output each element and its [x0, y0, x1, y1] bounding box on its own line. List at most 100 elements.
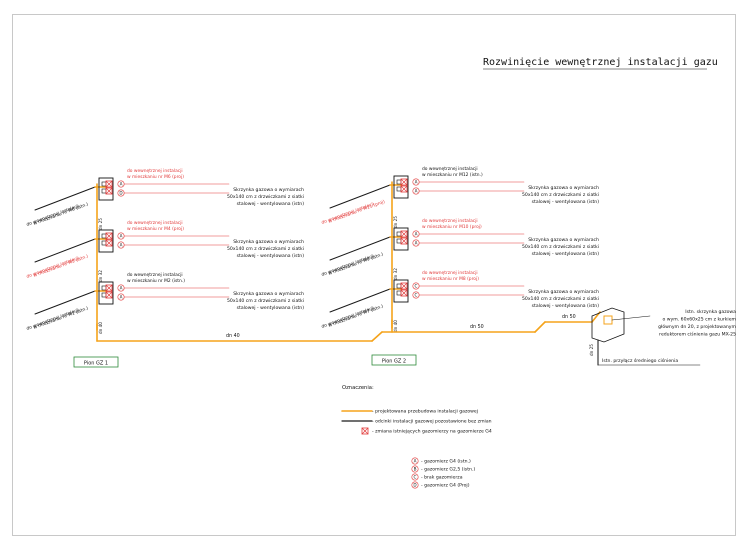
cabinet-note: Skrzynka gazowa o wymiarach: [233, 239, 304, 245]
meter-body: [396, 186, 402, 192]
legend-meter-text: - gazomierz G2,5 (istn.): [421, 467, 475, 473]
cabinet-note: Skrzynka gazowa o wymiarach: [233, 291, 304, 297]
connection-note: Istn. przyłącz średniego ciśnienia: [602, 357, 678, 364]
cabinet-note: stalowej - wentylowana (istn): [237, 305, 305, 311]
cabinet-note: 50x140 cm z drzwiczkami z siatki: [522, 296, 599, 302]
reducer-note: o wym. 60x60x25 cm z kurkiem: [663, 317, 737, 323]
meter-label: do wewnętrznej instalacji: [422, 270, 478, 276]
reducer-box: Istn. skrzynka gazowa o wym. 60x60x25 cm …: [589, 307, 737, 366]
meter-replacement-icon: [400, 289, 408, 297]
riser-tag-label: Pion GZ 2: [382, 359, 406, 365]
meter-body: [101, 181, 107, 187]
meter-replacement-icon: [105, 284, 113, 292]
main-pipe-segment: [534, 321, 546, 333]
meter-body: [396, 238, 402, 244]
replacement-box: [400, 289, 408, 297]
branch-label: w mieszkaniu nr M6 (istn.): [33, 201, 90, 227]
existing-branch: [34, 238, 96, 263]
legend-item: - zmiana istniejących gazomierzy na gazo…: [372, 429, 492, 435]
meter-replacement-icon: [105, 232, 113, 240]
meter-label: w mieszkaniu nr M6 (proj): [127, 174, 184, 180]
cabinet-note: 50x140 cm z drzwiczkami z siatki: [227, 246, 304, 252]
reducer-note: reduktorem ciśnienia gazu MX-25: [659, 331, 736, 338]
main-diameter: dn 50: [562, 314, 576, 320]
cabinet-note: 50x140 cm z drzwiczkami z siatki: [227, 298, 304, 304]
replacement-box: [105, 291, 113, 299]
cabinet-note: stalowej - wentylowana (istn): [532, 199, 600, 205]
replacement-cross: [400, 237, 408, 245]
meter-body: [101, 285, 107, 291]
callout-line: [611, 315, 651, 321]
legend-item: - projektowana przebudowa instalacji gaz…: [372, 409, 478, 415]
riser-tag-gz1: Pion GZ 1: [73, 356, 119, 368]
replacement-box: [105, 187, 113, 195]
cabinet-note: Skrzynka gazowa o wymiarach: [233, 187, 304, 193]
replacement-cross: [361, 427, 369, 435]
branch-label: w mieszkaniu nr M1 (istn.): [33, 305, 90, 331]
meter-code-icon: [411, 457, 419, 465]
meter-code-label: D: [119, 191, 122, 196]
meter-label: do wewnętrznej instalacji: [422, 166, 478, 172]
meter-cabinet: [98, 229, 114, 253]
cabinet-note: stalowej - wentylowana (istn): [532, 251, 600, 257]
branch-label: w mieszkaniu nr M11 (proj): [328, 199, 386, 225]
riser-diameter: dn 32: [98, 270, 103, 282]
replacement-box: [400, 282, 408, 290]
meter-cabinet: [393, 175, 409, 199]
meter-code-label: A: [120, 286, 123, 291]
existing-branch: [34, 290, 96, 315]
meter-body: [101, 292, 107, 298]
floor-level-2: do wewnętrznej instalacji w mieszkaniu nr…: [26, 220, 305, 280]
meter-body: [101, 233, 107, 239]
meter-body: [101, 240, 107, 246]
meter-replacement-icon: [105, 239, 113, 247]
meter-label: do wewnętrznej instalacji: [127, 272, 183, 278]
floor-level-2: do wewnętrznej instalacji w mieszkaniu nr…: [321, 218, 600, 278]
replacement-box: [400, 237, 408, 245]
replacement-cross: [400, 230, 408, 238]
cabinet-note: Skrzynka gazowa o wymiarach: [528, 185, 599, 191]
meter-code-icon: [411, 473, 419, 481]
existing-branch: [34, 186, 96, 211]
meter-code-icon: [411, 481, 419, 489]
legend-meter-text: - gazomierz G4 (istn.): [421, 459, 471, 465]
main-pipe-segment: [371, 331, 383, 342]
meter-code-label: C: [415, 293, 418, 298]
diagram-title: Rozwinięcie wewnętrznej instalacji gazu: [483, 57, 718, 68]
replacement-box: [400, 178, 408, 186]
cabinet-note: stalowej - wentylowana (istn): [237, 201, 305, 207]
meter-replacement-icon: [105, 187, 113, 195]
meter-replacement-icon: [400, 178, 408, 186]
meter-replacement-icon: [400, 237, 408, 245]
meter-label: w mieszkaniu nr M10 (proj): [422, 224, 482, 230]
meter-code-label: D: [413, 483, 416, 488]
replacement-cross: [400, 289, 408, 297]
replacement-box: [105, 284, 113, 292]
riser-tag-label: Pion GZ 1: [84, 361, 108, 367]
meter-label: do wewnętrznej instalacji: [127, 168, 183, 174]
meter-replacement-icon: [105, 180, 113, 188]
meter-label: w mieszkaniu nr M8 (proj): [422, 276, 479, 282]
existing-branch: [329, 288, 391, 313]
meter-code-label: A: [415, 241, 418, 246]
riser-diameter: dn 40: [98, 322, 103, 334]
meter-code-label: C: [414, 475, 417, 480]
replacement-cross: [400, 185, 408, 193]
reducer-note: Istn. skrzynka gazowa: [685, 309, 736, 315]
reducer-note: głównym dn 20, z projektowanym: [658, 323, 736, 330]
branch-label: w mieszkaniu nr M5 (istn.): [33, 253, 90, 279]
cabinet-note: 50x140 cm z drzwiczkami z siatki: [227, 194, 304, 200]
replacement-cross: [400, 178, 408, 186]
meter-cabinet: [393, 279, 409, 303]
replacement-box: [361, 427, 369, 435]
floor-level-1: do wewnętrznej instalacji w mieszkaniu nr…: [26, 272, 305, 332]
existing-branch: [329, 236, 391, 261]
meter-code-label: A: [120, 295, 123, 300]
meter-body: [396, 231, 402, 237]
meter-body: [396, 283, 402, 289]
replacement-cross: [105, 232, 113, 240]
